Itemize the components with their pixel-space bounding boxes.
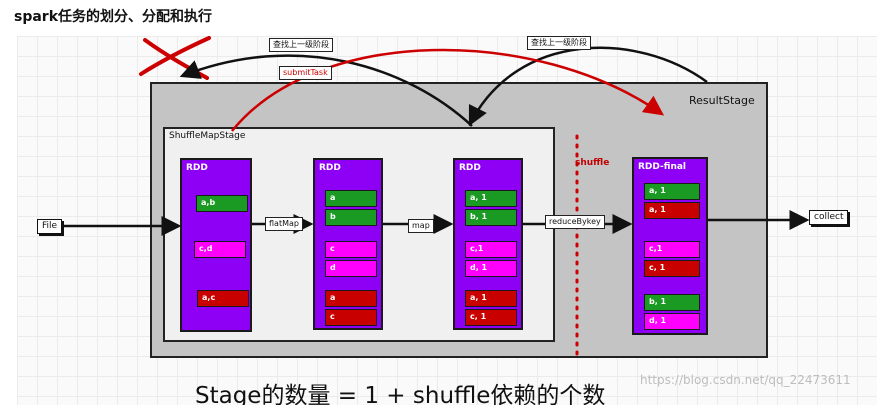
rdd-cell: d	[325, 260, 377, 277]
diagram-canvas: ResultStage ShuffleMapStage	[17, 36, 877, 405]
rdd-cell: a, 1	[465, 190, 517, 207]
op-reducebykey: reduceBykey	[545, 215, 605, 229]
rdd-title: RDD	[186, 163, 208, 173]
rdd-cell: c,1	[465, 241, 517, 258]
rdd-cell: b, 1	[644, 294, 700, 311]
rdd-cell: c,1	[644, 241, 700, 258]
op-flatmap: flatMap	[265, 217, 303, 231]
rdd-cell: c	[325, 241, 377, 258]
rdd-cell: c	[325, 309, 377, 326]
rdd-final: RDD-final a, 1 a, 1 c,1 c, 1 b, 1 d, 1	[632, 157, 708, 335]
op-map: map	[408, 219, 434, 233]
rdd-cell: a, 1	[644, 202, 700, 219]
diagram-caption: Stage的数量 = 1 + shuffle依赖的个数	[195, 383, 606, 405]
cancel-cross-icon	[139, 36, 211, 80]
diagram-arrows	[63, 36, 810, 356]
rdd-cell: a, 1	[465, 290, 517, 307]
rdd-cell: b, 1	[465, 209, 517, 226]
file-node: File	[37, 219, 63, 234]
lookup-arrow-right	[468, 46, 708, 127]
rdd-input: RDD a,b c,d a,c	[180, 158, 252, 332]
lookup-label-left: 查找上一级阶段	[269, 38, 333, 52]
rdd-title: RDD	[459, 163, 481, 173]
shuffle-label: shuffle	[575, 158, 610, 168]
rdd-cell: c,d	[194, 241, 246, 258]
page-heading: spark任务的划分、分配和执行	[14, 9, 213, 25]
watermark: https://blog.csdn.net/qq_22473611	[640, 373, 851, 387]
submit-task-label: submitTask	[279, 66, 332, 80]
rdd-cell: d, 1	[465, 260, 517, 277]
rdd-title: RDD-final	[638, 162, 687, 172]
shuffle-map-stage-label: ShuffleMapStage	[169, 131, 246, 141]
rdd-cell: a, 1	[644, 183, 700, 200]
rdd-mapped: RDD a, 1 b, 1 c,1 d, 1 a, 1 c, 1	[453, 158, 523, 330]
rdd-cell: a,c	[197, 290, 249, 307]
collect-node: collect	[809, 210, 849, 225]
rdd-cell: c, 1	[465, 309, 517, 326]
rdd-cell: b	[325, 209, 377, 226]
rdd-cell: a	[325, 190, 377, 207]
rdd-cell: d, 1	[644, 313, 700, 330]
rdd-cell: a,b	[196, 195, 248, 212]
result-stage-label: ResultStage	[689, 94, 755, 107]
rdd-cell: a	[325, 290, 377, 307]
submit-task-arrow	[231, 48, 665, 132]
rdd-cell: c, 1	[644, 260, 700, 277]
rdd-flatmapped: RDD a b c d a c	[313, 158, 383, 330]
lookup-label-right: 查找上一级阶段	[527, 36, 591, 50]
rdd-title: RDD	[319, 163, 341, 173]
